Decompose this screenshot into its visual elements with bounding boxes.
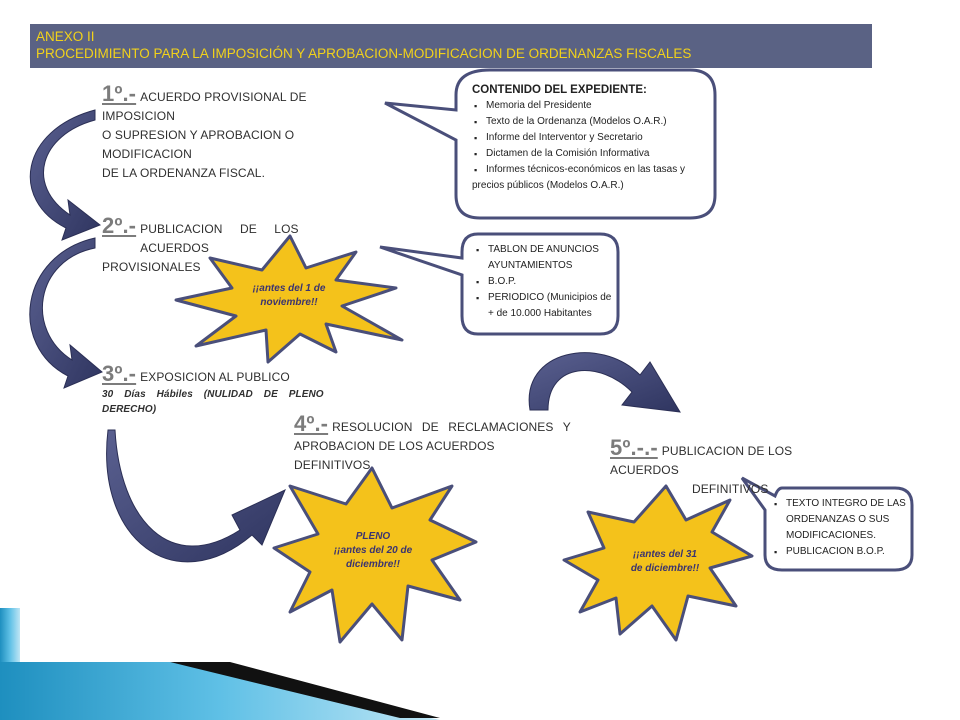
step-4-line-2: APROBACION DE LOS ACUERDOS DEFINITIVOS bbox=[294, 439, 495, 472]
step-4-line-1: RESOLUCION DE RECLAMACIONES Y bbox=[332, 420, 571, 434]
step-3-sub-1: 30 Días Hábiles (NULIDAD DE PLENO bbox=[102, 389, 324, 400]
bubble-definitivos-item: TEXTO INTEGRO DE LAS ORDENANZAS O SUS MO… bbox=[772, 496, 908, 544]
star-2-line-3: diciembre!! bbox=[346, 559, 400, 570]
bottom-black-stripe bbox=[170, 662, 440, 718]
step-4-number: 4º.- bbox=[294, 411, 329, 436]
star-2-line-2: ¡¡antes del 20 de bbox=[333, 545, 413, 556]
bubble-definitivos: TEXTO INTEGRO DE LAS ORDENANZAS O SUS MO… bbox=[772, 496, 908, 560]
curved-arrow-4-to-5 bbox=[528, 352, 681, 413]
star-2-line-1: PLENO bbox=[355, 531, 391, 542]
step-3-number: 3º.- bbox=[102, 361, 137, 386]
star-1-line-2: noviembre!! bbox=[260, 297, 318, 308]
bubble-publicacion-item: PERIODICO (Municipios de + de 10.000 Hab… bbox=[474, 290, 614, 322]
bubble-definitivos-item: PUBLICACION B.O.P. bbox=[772, 544, 908, 560]
bottom-blue-band bbox=[0, 662, 440, 720]
step-2-line-2: PROVISIONALES bbox=[102, 260, 201, 274]
curved-arrow-1-to-2 bbox=[29, 109, 101, 241]
step-1-line-2: O SUPRESION Y APROBACION O MODIFICACION bbox=[102, 128, 295, 161]
step-1-number: 1º.- bbox=[102, 81, 137, 106]
slide-header: ANEXO II PROCEDIMIENTO PARA LA IMPOSICIÓ… bbox=[30, 24, 872, 68]
step-5: 5º.-.-PUBLICACION DE LOS ACUERDOS DEFINI… bbox=[610, 435, 860, 499]
step-3-sub-2: DERECHO) bbox=[102, 404, 157, 415]
star-2-shape bbox=[272, 466, 478, 644]
step-3-line-1: EXPOSICION AL PUBLICO bbox=[140, 370, 290, 384]
bubble-expediente-item: Informes técnicos-económicos en las tasa… bbox=[472, 162, 708, 194]
step-1-line-1: ACUERDO PROVISIONAL DE IMPOSICION bbox=[102, 90, 307, 123]
star-3-line-2: de diciembre!! bbox=[630, 563, 700, 574]
bubble-publicacion-item: TABLON DE ANUNCIOS AYUNTAMIENTOS bbox=[474, 242, 614, 274]
star-1-shape bbox=[174, 234, 404, 364]
curved-arrow-3-to-4 bbox=[106, 429, 286, 563]
bubble-expediente-item: Dictamen de la Comisión Informativa bbox=[472, 146, 708, 162]
bubble-expediente-title: CONTENIDO DEL EXPEDIENTE: bbox=[472, 84, 647, 96]
bubble-expediente: CONTENIDO DEL EXPEDIENTE: Memoria del Pr… bbox=[472, 82, 708, 194]
header-annex: ANEXO II bbox=[36, 29, 95, 44]
step-2-number: 2º.- bbox=[102, 213, 137, 238]
bubble-expediente-item: Informe del Interventor y Secretario bbox=[472, 130, 708, 146]
star-3-text: ¡¡antes del 31 de diciembre!! bbox=[610, 548, 720, 576]
step-4: 4º.-RESOLUCION DE RECLAMACIONES Y APROBA… bbox=[294, 411, 574, 475]
step-1: 1º.-ACUERDO PROVISIONAL DE IMPOSICION O … bbox=[102, 81, 382, 183]
star-1-text: ¡¡antes del 1 de noviembre!! bbox=[234, 282, 344, 310]
step-5-number: 5º.-.- bbox=[610, 435, 658, 460]
step-5-line-2: DEFINITIVOS bbox=[692, 482, 769, 496]
star-2-text: PLENO ¡¡antes del 20 de diciembre!! bbox=[318, 530, 428, 572]
bubble-expediente-item-text: Informes técnicos-económicos en las tasa… bbox=[472, 164, 685, 191]
step-2-line-1: PUBLICACION DE LOS ACUERDOS bbox=[140, 222, 299, 255]
bubble-publicacion: TABLON DE ANUNCIOS AYUNTAMIENTOS B.O.P. … bbox=[474, 242, 614, 322]
curved-arrow-2-to-3 bbox=[29, 237, 103, 389]
star-3-shape bbox=[562, 484, 754, 642]
bubble-expediente-item: Memoria del Presidente bbox=[472, 98, 708, 114]
step-1-line-3: DE LA ORDENANZA FISCAL. bbox=[102, 166, 266, 180]
step-5-line-1: PUBLICACION DE LOS ACUERDOS bbox=[610, 444, 793, 477]
bubble-expediente-item: Texto de la Ordenanza (Modelos O.A.R.) bbox=[472, 114, 708, 130]
bubble-publicacion-item: B.O.P. bbox=[474, 274, 614, 290]
header-title: PROCEDIMIENTO PARA LA IMPOSICIÓN Y APROB… bbox=[36, 46, 692, 61]
step-2: 2º.-PUBLICACION DE LOS ACUERDOS PROVISIO… bbox=[102, 213, 377, 277]
step-3: 3º.-EXPOSICION AL PUBLICO 30 Días Hábile… bbox=[102, 361, 342, 417]
star-3-line-1: ¡¡antes del 31 bbox=[633, 549, 697, 560]
star-1-line-1: ¡¡antes del 1 de bbox=[252, 283, 326, 294]
